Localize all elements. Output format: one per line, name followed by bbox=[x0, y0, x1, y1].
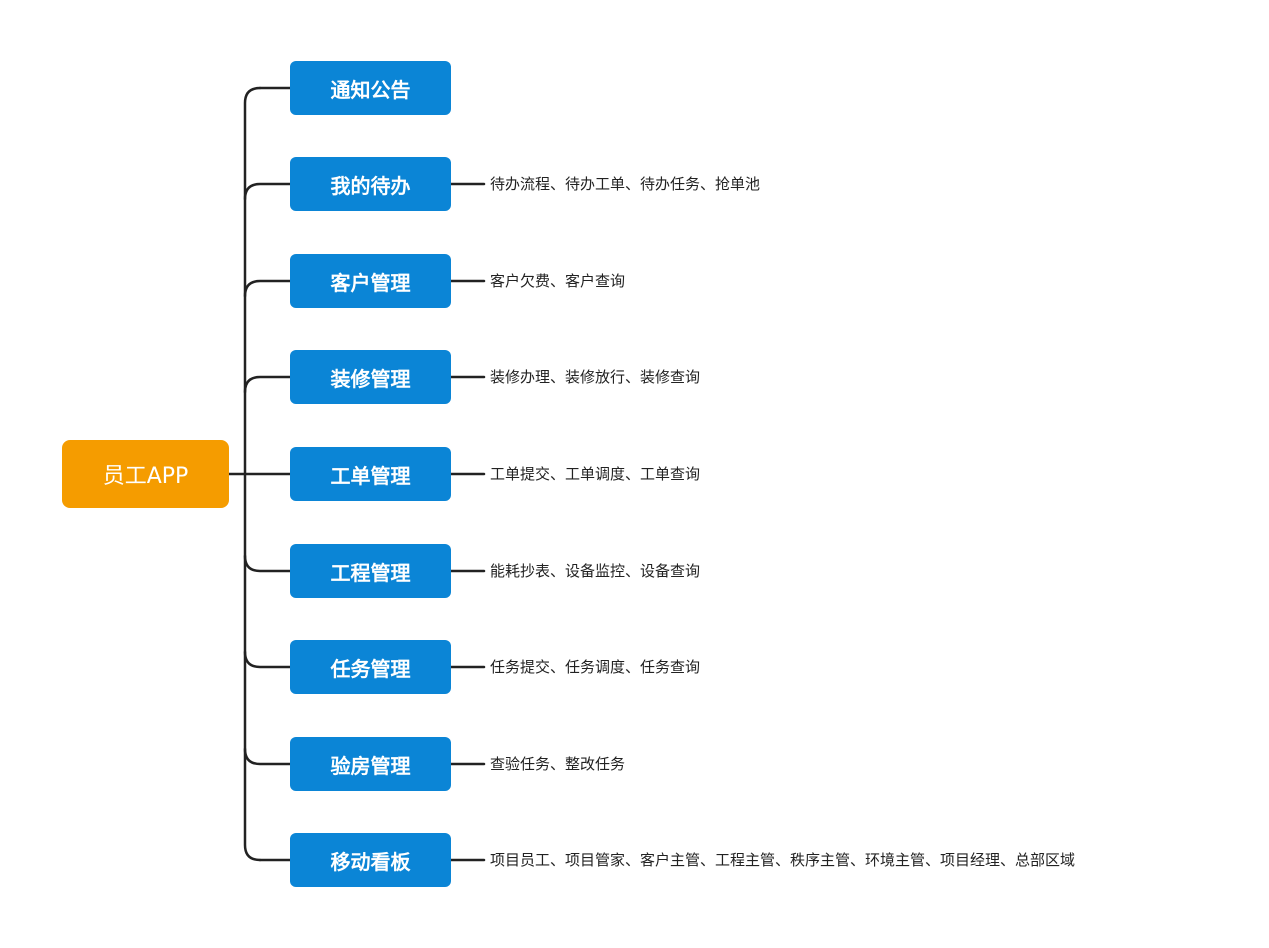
leaf-text-decoration: 装修办理、装修放行、装修查询 bbox=[490, 368, 701, 386]
branch-node-inspection[interactable]: 验房管理 bbox=[290, 737, 451, 791]
connector-branch-8 bbox=[243, 747, 292, 766]
connector-branch-6 bbox=[243, 554, 292, 573]
leaf-text-engineering: 能耗抄表、设备监控、设备查询 bbox=[490, 562, 701, 580]
connector-branch-7 bbox=[243, 650, 292, 669]
leaf-text-customer: 客户欠费、客户查询 bbox=[490, 272, 626, 290]
branch-node-todo[interactable]: 我的待办 bbox=[290, 157, 451, 211]
connector-branch-2 bbox=[243, 182, 292, 201]
leaf-text-work-order: 工单提交、工单调度、工单查询 bbox=[490, 465, 701, 483]
root-node[interactable]: 员工APP bbox=[62, 440, 229, 508]
branch-node-decoration[interactable]: 装修管理 bbox=[290, 350, 451, 404]
branch-node-engineering[interactable]: 工程管理 bbox=[290, 544, 451, 598]
branch-node-dashboard[interactable]: 移动看板 bbox=[290, 833, 451, 887]
leaf-text-inspection: 查验任务、整改任务 bbox=[490, 755, 626, 773]
branch-node-customer[interactable]: 客户管理 bbox=[290, 254, 451, 308]
leaf-text-todo: 待办流程、待办工单、待办任务、抢单池 bbox=[490, 175, 761, 193]
leaf-text-dashboard: 项目员工、项目管家、客户主管、工程主管、秩序主管、环境主管、项目经理、总部区域 bbox=[490, 851, 1076, 869]
connector-branch-4 bbox=[243, 375, 292, 394]
branch-node-task[interactable]: 任务管理 bbox=[290, 640, 451, 694]
branch-node-notice[interactable]: 通知公告 bbox=[290, 61, 451, 115]
connector-branch-3 bbox=[243, 279, 292, 298]
branch-node-work-order[interactable]: 工单管理 bbox=[290, 447, 451, 501]
leaf-text-task: 任务提交、任务调度、任务查询 bbox=[490, 658, 701, 676]
